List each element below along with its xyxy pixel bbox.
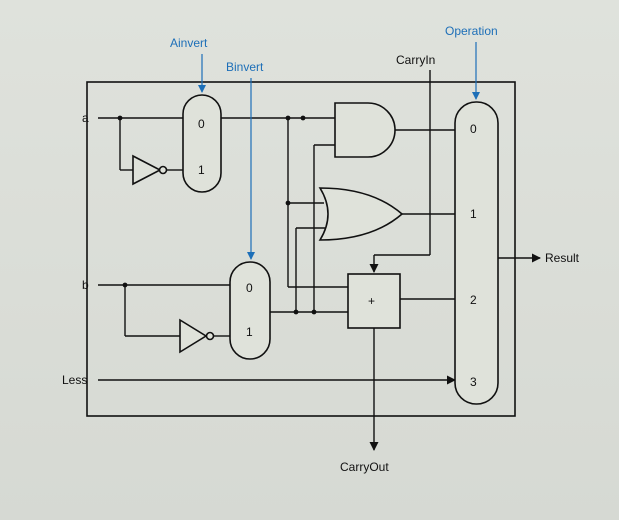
ainvert-label: Ainvert bbox=[170, 36, 208, 50]
carryin-label: CarryIn bbox=[396, 53, 435, 67]
mux-op-input-0-label: 0 bbox=[470, 122, 477, 136]
mux-a-input-1-label: 1 bbox=[198, 163, 205, 177]
adder: + bbox=[347, 273, 401, 329]
operation-label: Operation bbox=[445, 24, 498, 38]
mux-b: 0 1 bbox=[229, 261, 271, 360]
binvert-label: Binvert bbox=[226, 60, 264, 74]
mux-op-input-3-label: 3 bbox=[470, 375, 477, 389]
b-label: b bbox=[82, 278, 89, 292]
adder-symbol: + bbox=[368, 294, 375, 308]
mux-b-input-1-label: 1 bbox=[246, 325, 253, 339]
carryin-wire bbox=[369, 70, 431, 273]
alu-boundary bbox=[86, 81, 516, 417]
mux-a-input-0-label: 0 bbox=[198, 117, 205, 131]
less-label: Less bbox=[62, 373, 87, 387]
gate-input-wires bbox=[285, 118, 348, 312]
or-gate bbox=[318, 187, 404, 241]
b-input-path bbox=[98, 282, 230, 337]
mux-op-input-1-label: 1 bbox=[470, 207, 477, 221]
carryout-label: CarryOut bbox=[340, 460, 389, 474]
and-gate bbox=[334, 102, 396, 158]
result-label: Result bbox=[545, 251, 580, 265]
a-inverter bbox=[132, 154, 183, 186]
mux-op-input-2-label: 2 bbox=[470, 293, 477, 307]
a-label: a bbox=[82, 111, 89, 125]
mux-b-input-0-label: 0 bbox=[246, 281, 253, 295]
b-inverter bbox=[179, 318, 230, 354]
mux-operation: 0 1 2 3 bbox=[454, 101, 499, 405]
mux-a: 0 1 bbox=[182, 94, 222, 193]
